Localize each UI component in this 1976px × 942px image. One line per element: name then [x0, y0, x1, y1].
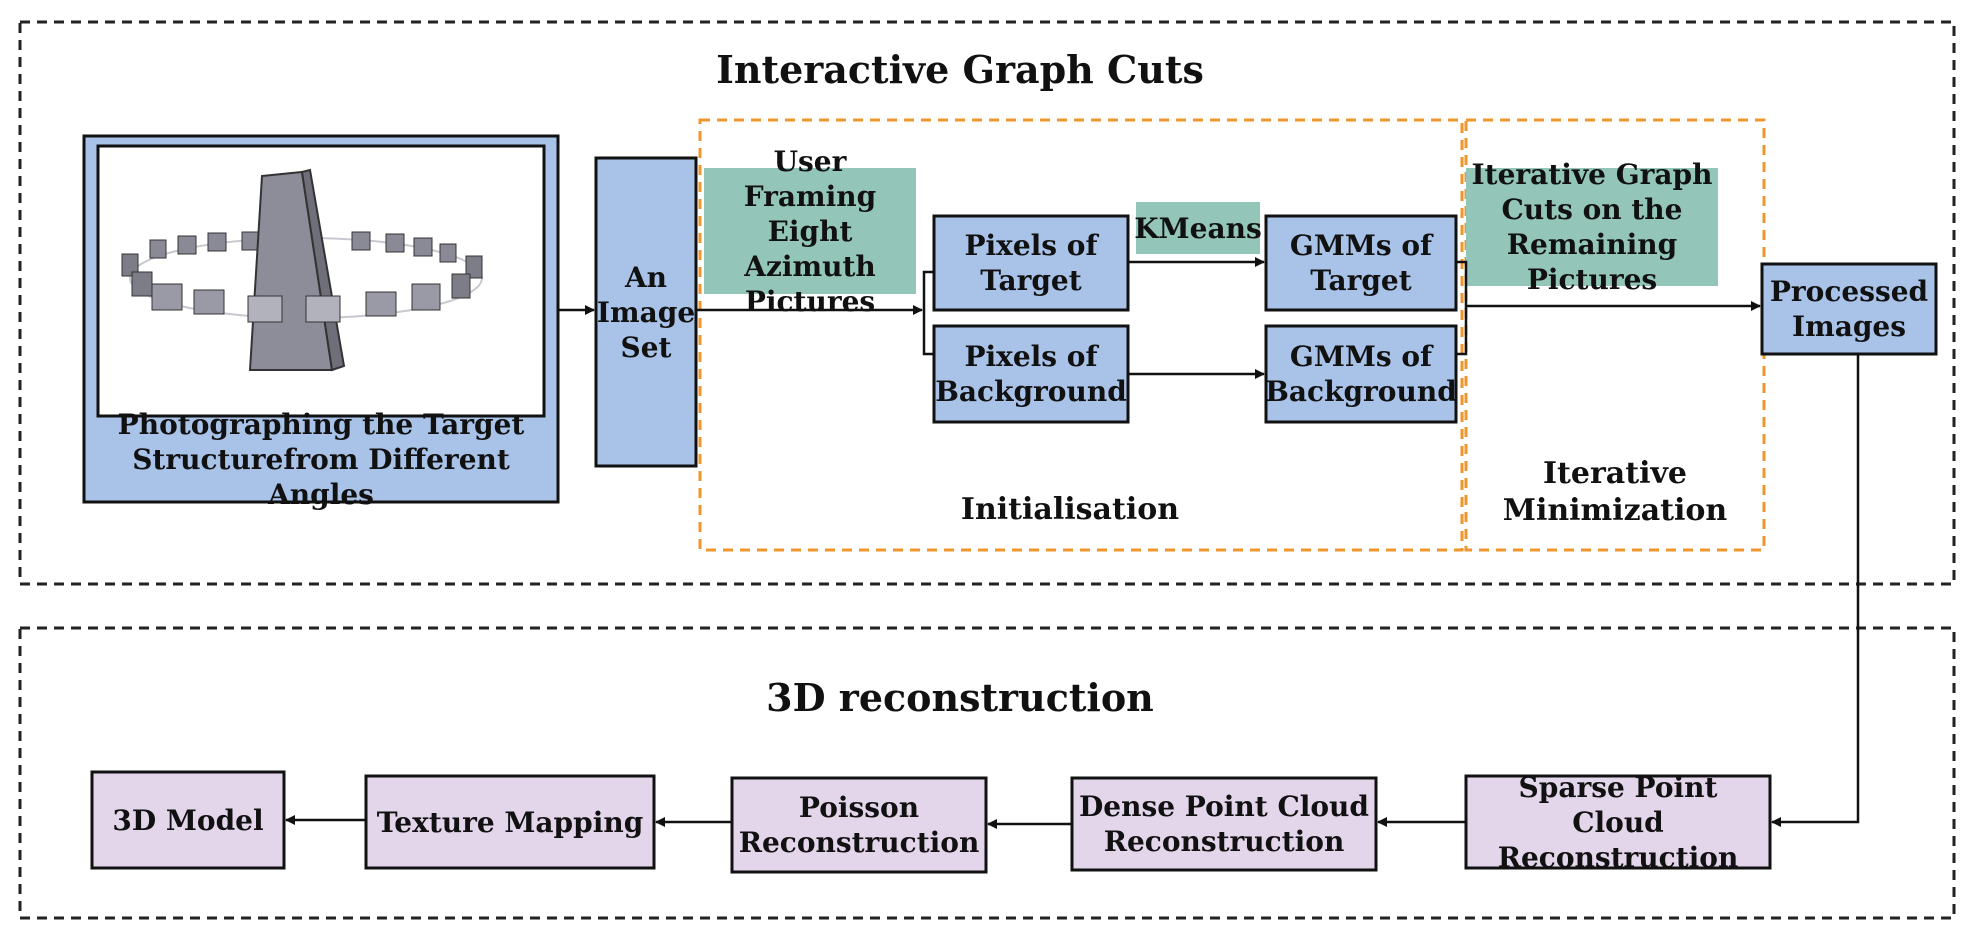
kmeans-label: KMeans — [1134, 211, 1262, 245]
graph-cuts-frame — [18, 20, 1956, 586]
pixels-background-label: Pixels of Background — [935, 340, 1127, 408]
pixels-target-label: Pixels of Target — [964, 229, 1098, 297]
sparse-label: Sparse Point Cloud Reconstruction — [1497, 770, 1739, 874]
user-framing-label: User Framing Eight Azimuth Pictures — [743, 144, 877, 318]
arrow-processed-to-sparse — [1771, 354, 1860, 827]
camera-ring-illustration — [121, 168, 483, 372]
iterative-graph-cuts-label: Iterative Graph Cuts on the Remaining Pi… — [1471, 158, 1713, 296]
gmm-background-label: GMMs of Background — [1265, 340, 1457, 408]
pixels-background-box — [932, 324, 1130, 424]
connectors — [285, 257, 1860, 829]
bracket-gmms — [1456, 260, 1468, 356]
model-label: 3D Model — [112, 803, 264, 837]
poisson-box — [730, 776, 988, 874]
poisson-label: Poisson Reconstruction — [738, 791, 980, 859]
reconstruction-frame — [18, 626, 1956, 920]
processed-images-label: Processed Images — [1769, 275, 1929, 343]
model-box — [90, 770, 286, 870]
sparse-box — [1464, 774, 1772, 870]
iterative-min-label: Iterative Minimization — [1502, 455, 1728, 529]
processed-images-box — [1760, 262, 1938, 356]
reconstruction-title: 3D reconstruction — [766, 675, 1154, 721]
gmm-background-box — [1264, 324, 1458, 424]
photographing-label: Photographing the Target Structurefrom D… — [117, 407, 525, 511]
graph-cuts-title: Interactive Graph Cuts — [716, 47, 1204, 93]
kmeans-bg — [1136, 202, 1260, 254]
gmm-target-label: GMMs of Target — [1289, 229, 1433, 297]
dense-label: Dense Point Cloud Reconstruction — [1079, 790, 1369, 858]
initialisation-region — [698, 118, 1464, 552]
initialisation-label: Initialisation — [960, 492, 1180, 528]
iterative-graph-cuts-bg — [1466, 168, 1718, 286]
pixels-target-box — [932, 214, 1130, 312]
texture-label: Texture Mapping — [376, 805, 644, 839]
bracket-pixels — [922, 270, 934, 356]
gmm-target-box — [1264, 214, 1458, 312]
user-framing-bg — [704, 168, 916, 294]
image-set-label: An Image Set — [596, 260, 696, 364]
image-set-box — [594, 156, 698, 468]
texture-box — [364, 774, 656, 870]
